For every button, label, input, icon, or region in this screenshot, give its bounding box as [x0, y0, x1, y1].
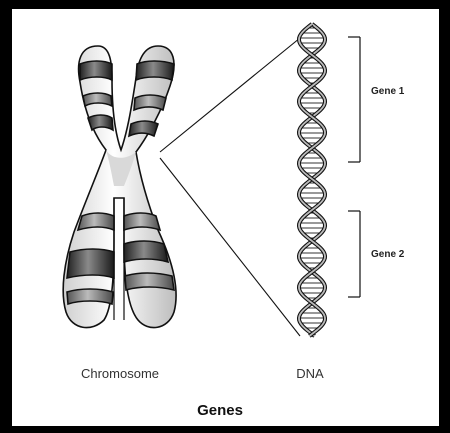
gene-bracket-2 — [348, 211, 360, 297]
chromosome-band — [124, 213, 160, 230]
chromosome-band — [80, 61, 112, 80]
chromosome-band — [78, 213, 114, 230]
dna-helix — [299, 24, 325, 336]
chromosome-band — [136, 61, 174, 80]
chromosome-band — [88, 115, 113, 130]
chromosome-band — [125, 273, 174, 290]
dna-label: DNA — [296, 366, 324, 381]
zoom-lines — [160, 38, 300, 336]
figure-title: Genes — [197, 402, 243, 419]
chromosome-band — [67, 249, 114, 278]
chromosome-band — [129, 121, 158, 136]
chromosome — [63, 46, 176, 328]
chromosome-band — [134, 95, 166, 110]
chromosome-band — [124, 241, 168, 262]
dna-strand-2-highlight — [299, 24, 325, 336]
chromosome-label: Chromosome — [81, 366, 159, 381]
chromosome-band — [67, 289, 113, 304]
gene-2-label: Gene 2 — [371, 249, 405, 260]
gene-1-label: Gene 1 — [371, 86, 405, 97]
zoom-line-bottom — [160, 158, 300, 336]
gene-bracket-1 — [348, 37, 360, 162]
zoom-line-top — [160, 38, 300, 152]
